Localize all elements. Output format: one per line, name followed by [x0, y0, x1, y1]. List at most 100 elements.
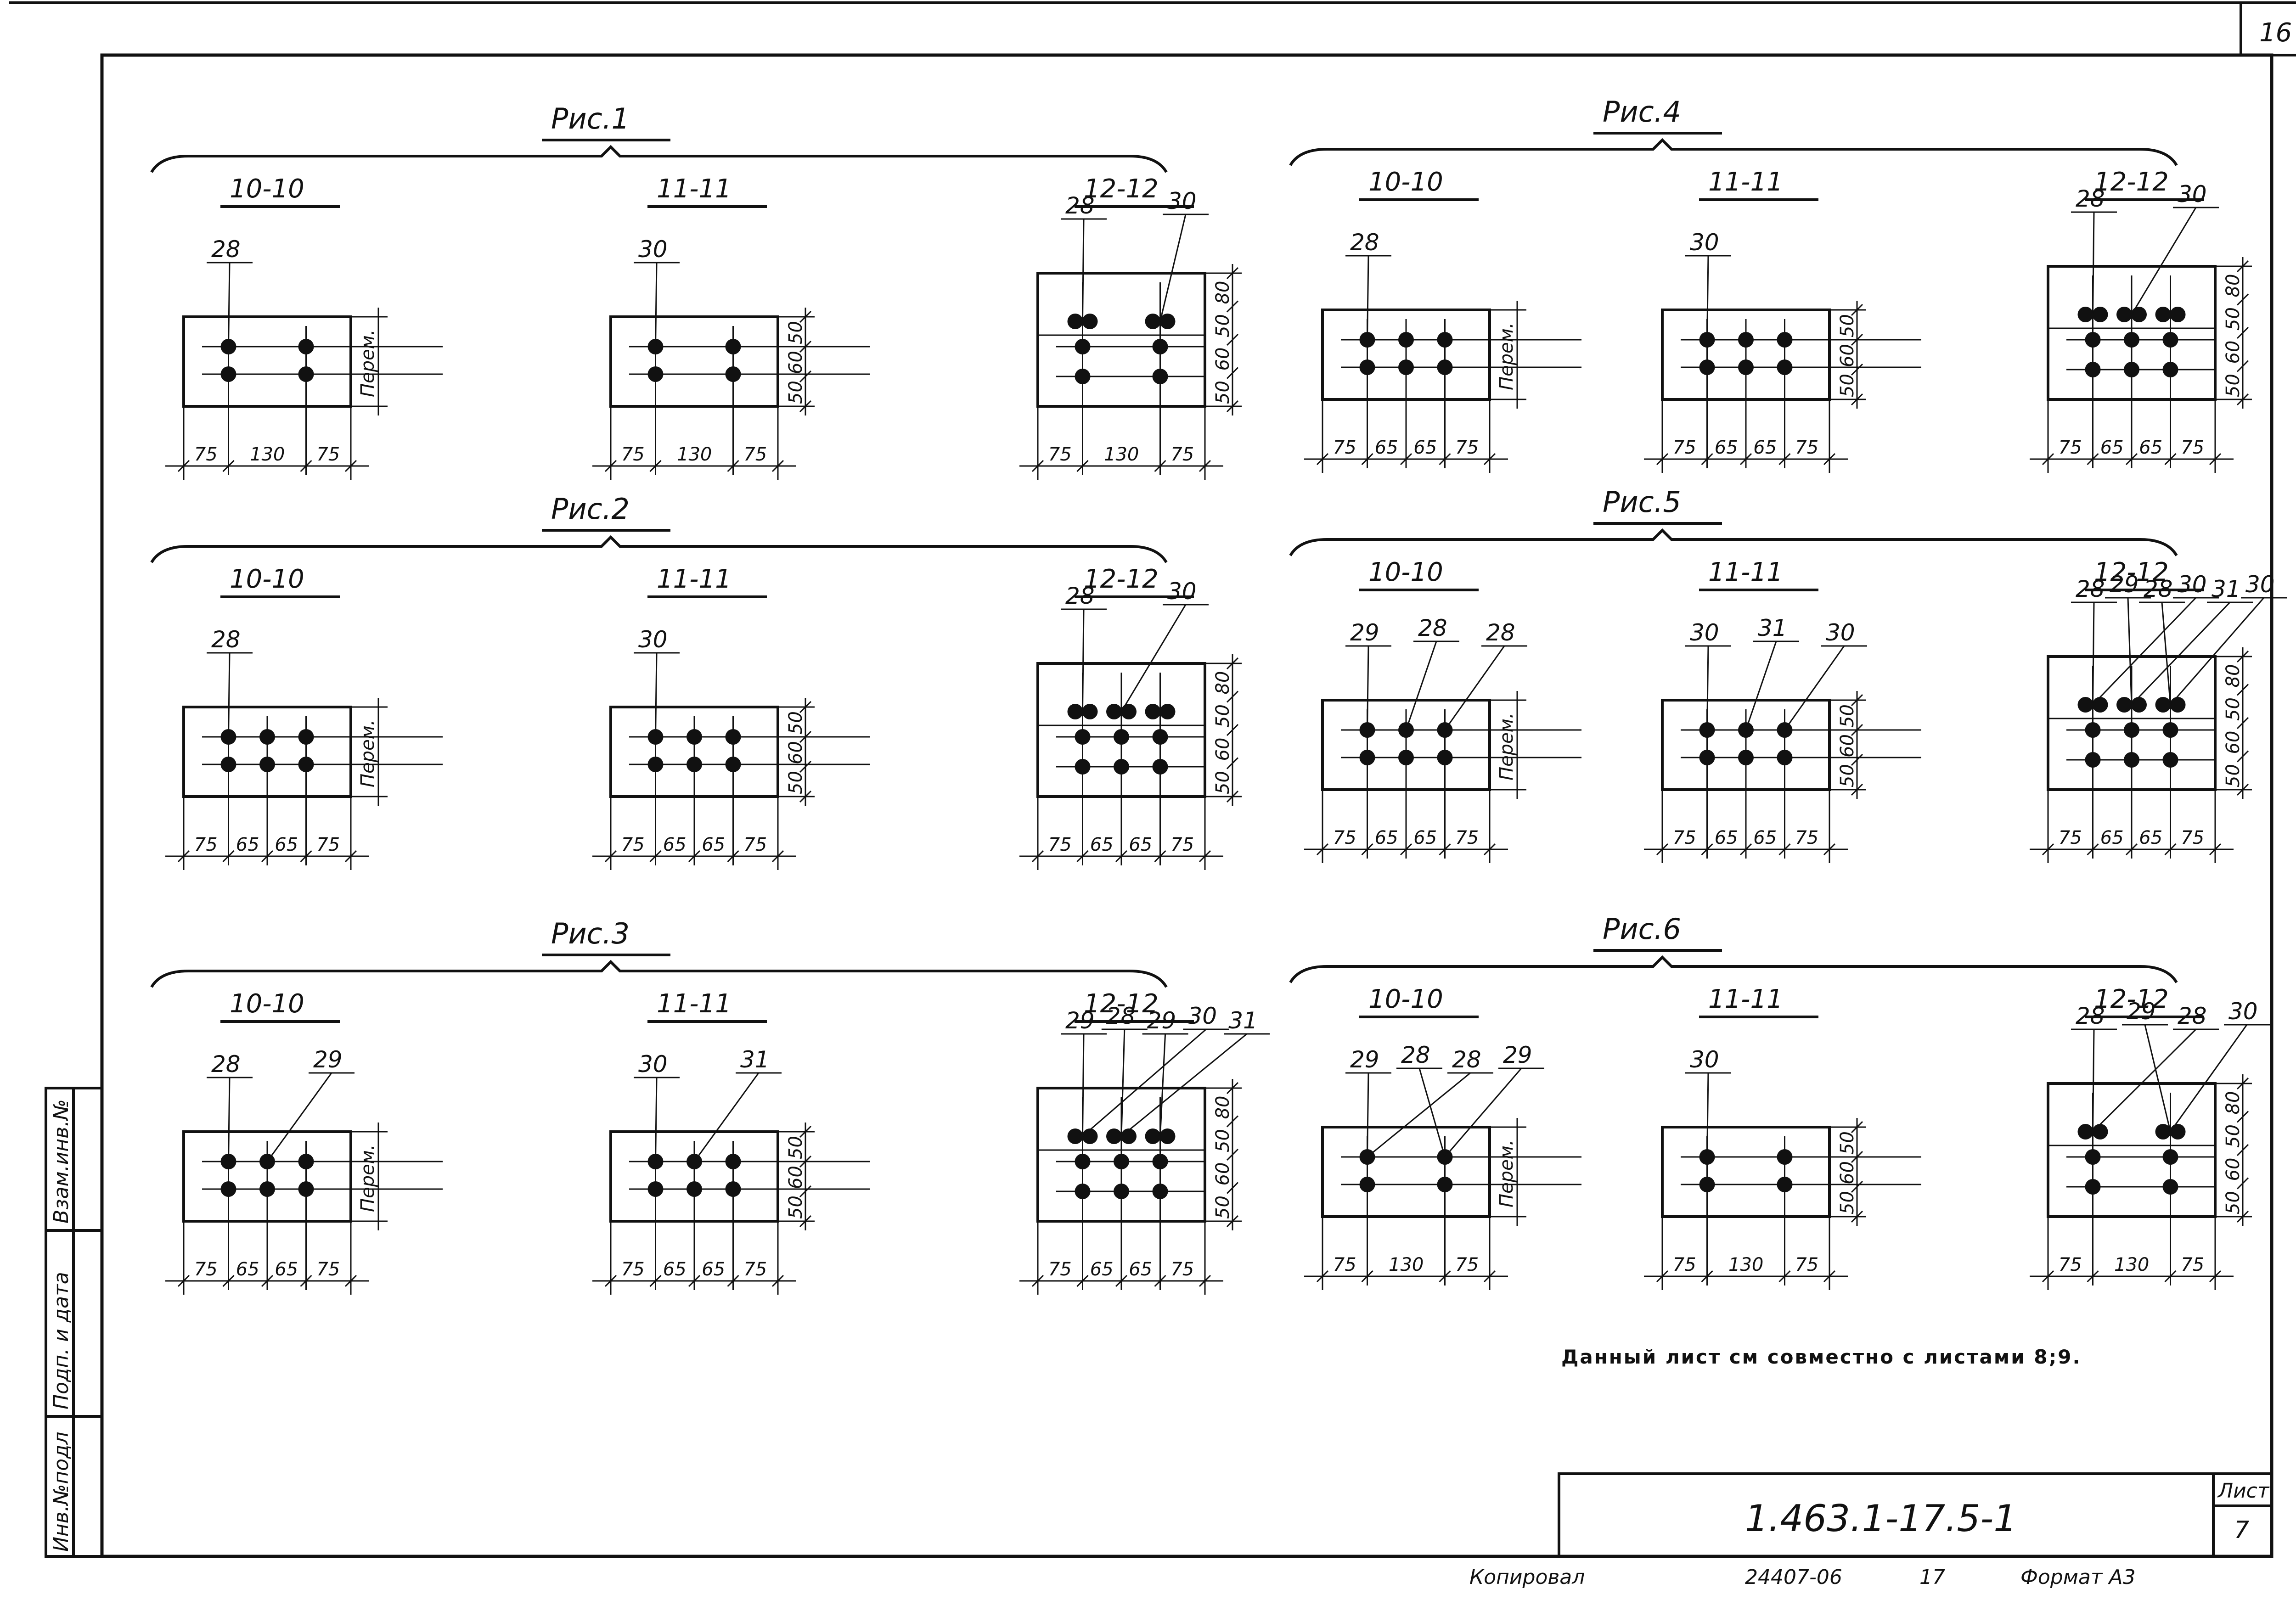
dim-tick	[604, 460, 617, 472]
dim-value: 75	[316, 1259, 340, 1280]
callout-leader	[228, 262, 231, 347]
dim-tick	[1226, 657, 1239, 670]
callout-label: 28	[1486, 619, 1515, 646]
dim-value: 75	[1455, 437, 1479, 458]
callout-leader	[1444, 646, 1505, 730]
sheet-label: Лист	[2217, 1479, 2270, 1503]
callout-leader	[228, 1077, 231, 1162]
sheet-frame	[100, 53, 2273, 1558]
rebar-dot	[1106, 1128, 1122, 1144]
side-label-inv-podl: Инв.№подл	[50, 1431, 73, 1552]
dim-tick	[1851, 753, 1863, 766]
dim-value: 65	[275, 1259, 298, 1280]
dim-value: 130	[1104, 444, 1139, 465]
dim-tick	[2236, 260, 2249, 273]
dim-perem: Перем.	[1496, 322, 1517, 390]
callout-leader	[1367, 1072, 1471, 1158]
dim-tick	[1778, 1270, 1791, 1283]
dim-value: 65	[2139, 827, 2162, 848]
callout-label: 28	[211, 1051, 241, 1078]
dim-tick	[1154, 850, 1166, 863]
dim-tick	[1316, 1270, 1329, 1283]
dim-value: 75	[1171, 834, 1194, 855]
dim-tick	[1851, 303, 1863, 316]
dim-value-vertical: 50	[1837, 374, 1858, 397]
dim-tick	[177, 1274, 190, 1287]
dim-tick	[1226, 333, 1239, 346]
rebar-dot	[1106, 704, 1122, 719]
callout-label: 30	[1690, 229, 1719, 256]
callout-label: 28	[1106, 1003, 1136, 1029]
dim-tick	[1226, 1082, 1239, 1095]
dim-tick	[344, 850, 357, 863]
dim-tick	[1483, 453, 1496, 466]
dim-tick	[727, 850, 739, 863]
dim-value: 75	[1333, 1254, 1356, 1275]
dim-value: 75	[2181, 1254, 2204, 1275]
dim-value-vertical: 80	[1212, 671, 1233, 695]
dim-tick	[688, 850, 701, 863]
dim-tick	[2209, 843, 2222, 856]
dim-value-vertical: 50	[1212, 1196, 1233, 1219]
dim-perem: Перем.	[357, 1144, 378, 1212]
dim-value: 65	[1090, 834, 1114, 855]
dim-tick	[1115, 1274, 1128, 1287]
dim-value: 75	[1795, 827, 1818, 848]
dim-tick	[2236, 684, 2249, 696]
dim-tick	[1226, 367, 1239, 379]
callout-leader	[1418, 1068, 1446, 1157]
section-title: 12-12	[1084, 564, 1159, 594]
dim-value: 75	[743, 444, 767, 465]
dim-tick	[1226, 1115, 1239, 1128]
dim-tick	[1851, 333, 1863, 346]
callout-leader	[2092, 602, 2095, 705]
dim-value-vertical: 60	[1837, 734, 1858, 758]
page-number: 16	[2259, 18, 2292, 48]
figure-title: Рис.6	[1603, 912, 1681, 946]
dim-value: 75	[316, 834, 340, 855]
dim-tick	[2236, 1210, 2249, 1223]
dim-tick	[300, 850, 312, 863]
rebar-dot	[2092, 1124, 2108, 1139]
dim-tick	[1226, 300, 1239, 313]
dim-tick	[799, 760, 812, 773]
dim-perem: Перем.	[357, 719, 378, 787]
dim-value: 65	[663, 834, 687, 855]
dim-tick	[1076, 850, 1089, 863]
callout-leader	[1159, 214, 1187, 322]
dim-value: 65	[1715, 827, 1738, 848]
dim-value-vertical: 60	[1212, 1162, 1233, 1186]
dim-value: 75	[1333, 437, 1356, 458]
dim-value: 65	[2100, 827, 2124, 848]
rebar-dot	[1145, 314, 1161, 329]
callout-label: 30	[2245, 571, 2275, 598]
section-outline	[1036, 272, 1206, 408]
callout-label: 28	[211, 236, 241, 263]
callout-label: 29	[1065, 1007, 1095, 1034]
dim-tick	[1656, 1270, 1669, 1283]
dim-value: 75	[1673, 1254, 1696, 1275]
dim-value: 130	[1728, 1254, 1763, 1275]
dim-tick	[1851, 363, 1863, 376]
callout-leader	[1706, 255, 1709, 340]
dim-value: 75	[1048, 834, 1072, 855]
dim-tick	[1226, 1215, 1239, 1228]
dim-tick	[1851, 783, 1863, 796]
dim-value: 65	[1129, 834, 1152, 855]
rebar-dot	[2170, 1124, 2186, 1139]
dim-value-vertical: 50	[2223, 764, 2244, 787]
dim-value-vertical: 60	[1837, 344, 1858, 367]
rebar-dot	[2155, 697, 2171, 713]
callout-leader	[2131, 601, 2231, 706]
dim-tick	[2087, 1270, 2099, 1283]
rebar-dot	[2116, 697, 2132, 713]
dim-tick	[1656, 453, 1669, 466]
dim-value-vertical: 50	[1212, 1129, 1233, 1152]
rebar-dot	[1082, 704, 1098, 719]
dim-value-vertical: 50	[2223, 697, 2244, 721]
